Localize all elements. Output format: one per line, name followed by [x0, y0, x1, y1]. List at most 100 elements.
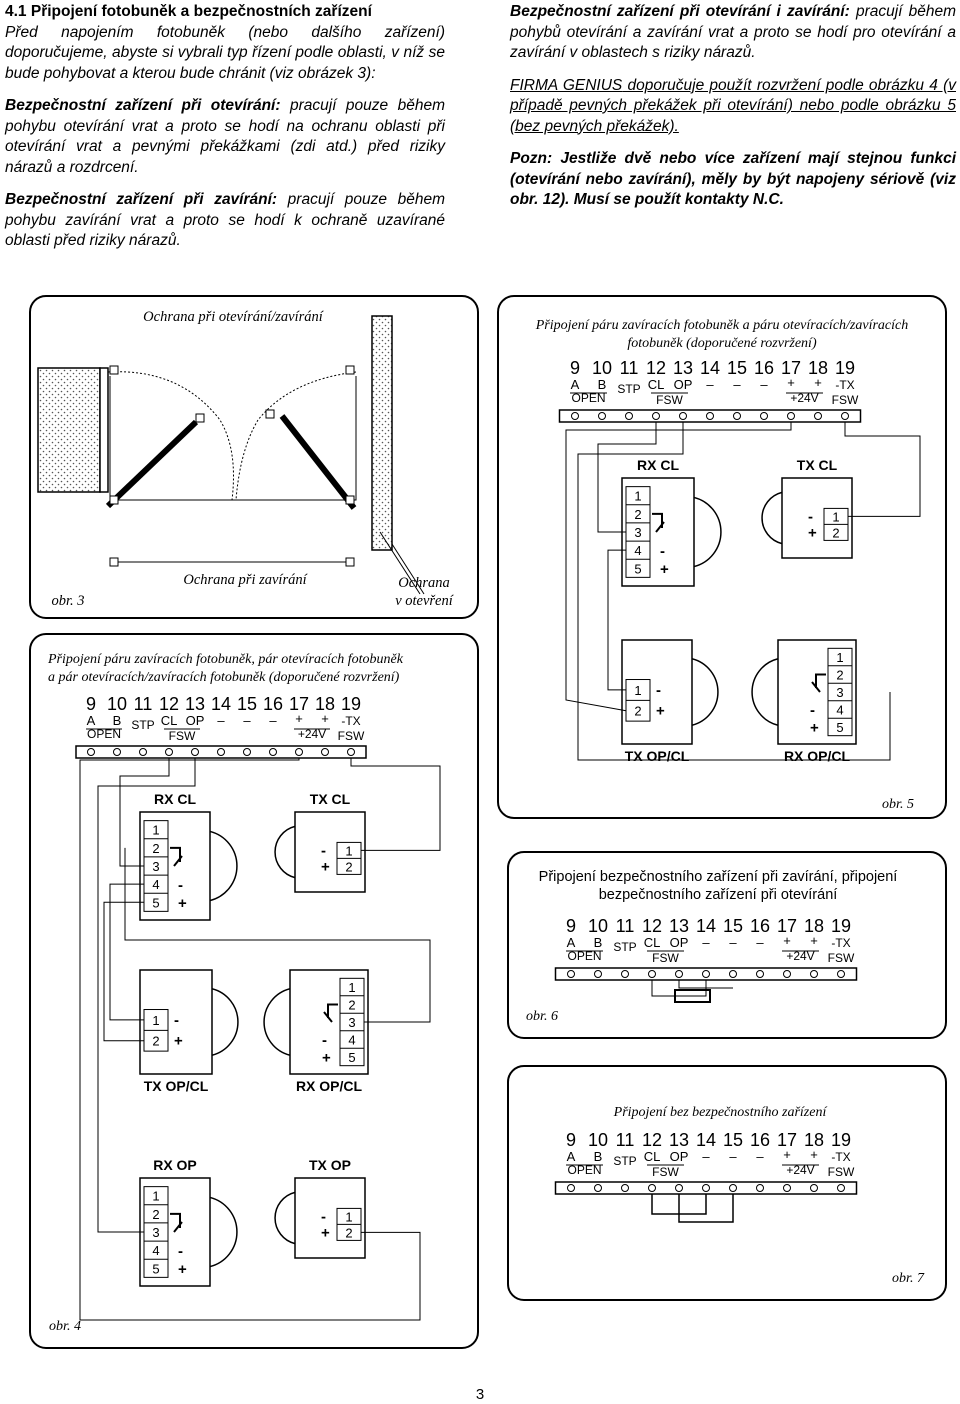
- fig5-terminal-18: 18: [808, 358, 828, 378]
- fig5-rx-opcl-minus: -: [810, 702, 815, 719]
- fig5-tx-cl-label: TX CL: [797, 457, 838, 473]
- fig7-terminal-9: 9: [566, 1130, 576, 1150]
- fig3-opening-label-line2: v otevření: [395, 593, 455, 609]
- fig5-tx-cl-minus: -: [808, 508, 813, 525]
- fig4-terminal-17: 17: [289, 694, 309, 714]
- fig4-rx-opcl-lens: [263, 987, 291, 1057]
- fig4-tx-opcl-plus: +: [174, 1033, 183, 1050]
- fig5-rx-opcl-lens: [751, 657, 779, 727]
- fig4-rx-cl-pin-1: 1: [152, 823, 159, 838]
- fig4-tx-op-minus: -: [321, 1208, 326, 1225]
- photocell-8: [345, 557, 355, 567]
- fig5-label-16: –: [733, 377, 741, 392]
- fig5-wire-neg: [607, 549, 626, 691]
- fig4-tx-cl-plus: +: [321, 858, 330, 875]
- fig5-label-18: +: [787, 375, 795, 390]
- fig4-wire-neg: [109, 883, 144, 1021]
- fig6-screw-18: [810, 970, 818, 978]
- fig5-label-fsw: FSW: [656, 393, 683, 407]
- fig4-tx-op-lens: [274, 1191, 296, 1245]
- fig4-wire-pos: [103, 901, 144, 1042]
- fig6-terminal-11: 11: [616, 916, 635, 936]
- fig4-terminal-11: 11: [134, 694, 153, 714]
- fig4-terminal-18: 18: [315, 694, 335, 714]
- fig6-terminal-12: 12: [642, 916, 662, 936]
- fig4-label-stp: STP: [131, 718, 154, 732]
- fig6-label-16: –: [729, 935, 737, 950]
- right-wall: [371, 315, 393, 551]
- both-devices-text: pracují během pohybů otevírání a zavírán…: [510, 3, 956, 61]
- fig6-terminal-15: 15: [723, 916, 743, 936]
- fig4-rx-cl-lens: [209, 830, 238, 902]
- fig4-label-fsw: FSW: [169, 729, 196, 743]
- fig4-terminal-15: 15: [237, 694, 257, 714]
- fig7-title: Připojení bez bezpečnostního zařízení: [613, 1105, 828, 1120]
- fig5-terminal-15: 15: [727, 358, 747, 378]
- fig4-wire-tx: [350, 758, 441, 851]
- fig6-screw-16: [756, 970, 764, 978]
- gate-area-outline: [109, 376, 357, 501]
- fig5-wire-24v: [565, 422, 792, 712]
- fig7-terminal-13: 13: [669, 1130, 689, 1150]
- fig7-jumper-op: [678, 1194, 734, 1223]
- section-heading: 4.1 Připojení fotobuněk a bezpečnostních…: [5, 3, 372, 20]
- fig7-terminal-10: 10: [588, 1130, 608, 1150]
- fig5-label-a: A: [571, 377, 580, 392]
- fig6-label-fsw: FSW: [652, 951, 679, 965]
- fig4-label-a: A: [87, 713, 96, 728]
- fig6-terminal-17: 17: [777, 916, 797, 936]
- fig4-rx-cl-pin-4: 4: [152, 877, 159, 892]
- fig4-rx-op-pin-2: 2: [152, 1207, 159, 1222]
- fig7-label-a: A: [567, 1149, 576, 1164]
- photocell-2: [345, 365, 355, 375]
- fig6-terminal-13: 13: [669, 916, 689, 936]
- fig4-rx-op-lens: [209, 1196, 238, 1268]
- fig4-screw-18: [321, 748, 329, 756]
- fig4-rx-op-nc-contact: [170, 1212, 183, 1233]
- fig6-label-18: +: [783, 933, 791, 948]
- fig7-label-b: B: [594, 1149, 603, 1164]
- fig5-label-19: +: [814, 375, 822, 390]
- fig5-rx-opcl-label: RX OP/CL: [784, 748, 851, 764]
- fig3-caption: obr. 3: [51, 593, 84, 609]
- fig4-label-minus-tx: -TX: [341, 714, 360, 728]
- fig4-label-b: B: [113, 713, 122, 728]
- fig5-terminal-11: 11: [620, 358, 639, 378]
- right-text-column: Bezpečnostní zařízení při otevírání i za…: [510, 2, 956, 223]
- fig7-screw-10: [594, 1184, 602, 1192]
- fig4-tx-opcl-minus: -: [174, 1012, 179, 1029]
- fig4-rx-op-pin-3: 3: [152, 1225, 159, 1240]
- fig7-label-24v: +24V: [786, 1163, 814, 1177]
- fig4-rx-cl-minus: -: [178, 877, 183, 894]
- fig4-rx-opcl-pin-4: 4: [348, 1032, 355, 1047]
- figure-4-three-photocell-pairs: Připojení páru zavíracích fotobuněk, pár…: [29, 633, 479, 1349]
- fig4-screw-13: [191, 748, 199, 756]
- fig7-label-fsw: FSW: [652, 1165, 679, 1179]
- fig5-tx-opcl-label: TX OP/CL: [625, 748, 690, 764]
- fig4-rx-op-label: RX OP: [153, 1157, 197, 1173]
- fig4-tx-cl-lens: [274, 825, 296, 879]
- fig4-label-18: +: [295, 711, 303, 726]
- fig5-tx-opcl-minus: -: [656, 682, 661, 699]
- fig7-terminal-16: 16: [750, 1130, 770, 1150]
- fig7-terminal-14: 14: [696, 1130, 716, 1150]
- fig7-label-17: –: [756, 1149, 764, 1164]
- fig4-tx-opcl-pin-1: 1: [152, 1013, 159, 1028]
- opening-pointer-1: [379, 531, 421, 595]
- fig5-title-line1: Připojení páru zavíracích fotobuněk a pá…: [535, 318, 908, 333]
- opening-devices-label: Bezpečnostní zařízení při otevírání:: [5, 97, 281, 114]
- figure-6-safety-devices: Připojení bezpečnostního zařízení při za…: [507, 851, 947, 1039]
- opening-devices-paragraph: Bezpečnostní zařízení při otevírání: pra…: [5, 96, 445, 178]
- fig5-terminal-14: 14: [700, 358, 720, 378]
- fig7-screw-19: [837, 1184, 845, 1192]
- fig5-terminal-16: 16: [754, 358, 774, 378]
- fig4-terminal-14: 14: [211, 694, 231, 714]
- fig5-rx-opcl-pin-2: 2: [836, 668, 843, 683]
- fig4-tx-op-pin-1: 1: [345, 1209, 352, 1224]
- fig4-label-fsw2: FSW: [338, 729, 365, 743]
